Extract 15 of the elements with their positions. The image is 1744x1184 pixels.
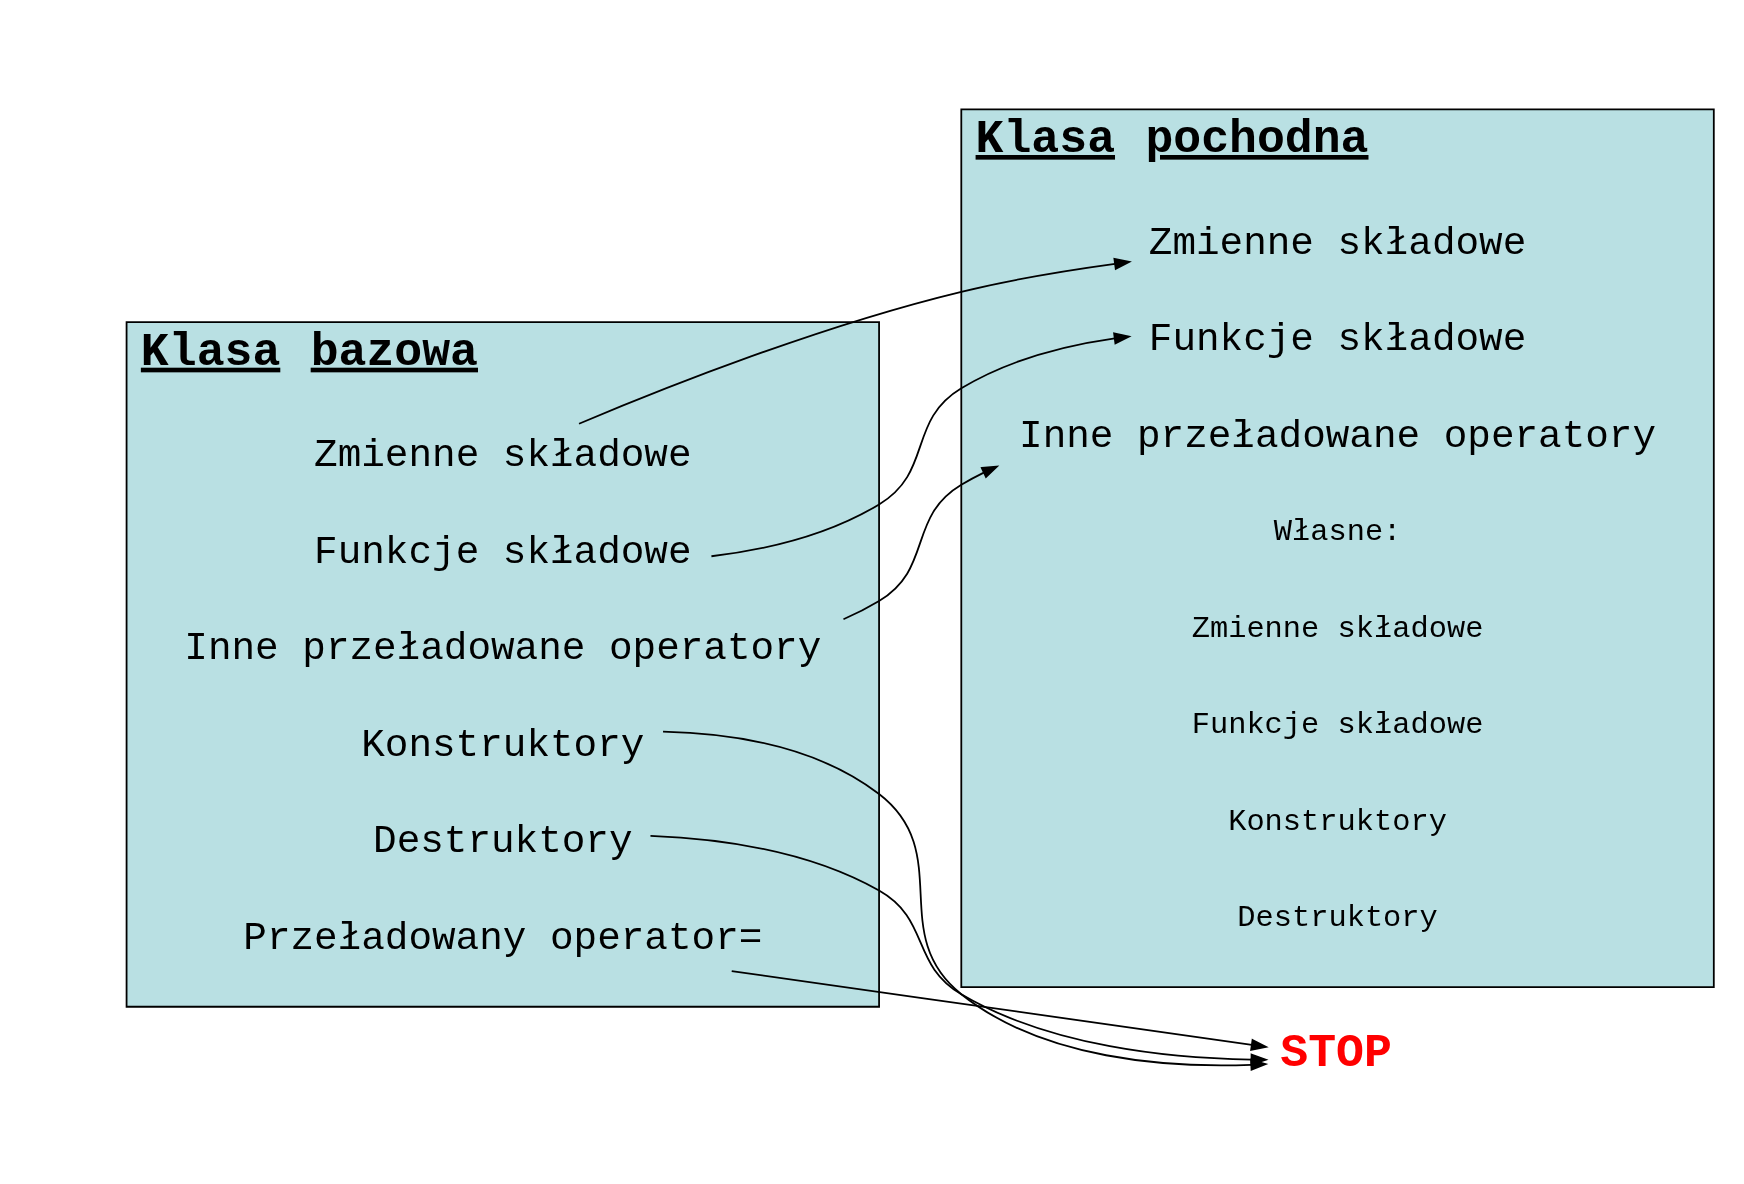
label: Własne: xyxy=(1273,514,1402,549)
label: Zmienne składowe xyxy=(1191,611,1484,646)
node-text: Funkcje składowe xyxy=(1148,316,1527,362)
node-text: Przeładowany operator= xyxy=(243,915,763,961)
label: Destruktory xyxy=(1237,900,1438,935)
node-text: Konstruktory xyxy=(361,722,645,768)
node-text: Inne przeładowane operatory xyxy=(184,625,822,671)
node-text: STOP xyxy=(1280,1026,1392,1080)
node-text: Funkcje składowe xyxy=(314,529,692,575)
label: Konstruktory xyxy=(1228,804,1447,839)
label: Funkcje składowe xyxy=(1191,707,1484,742)
node-text: Zmienne składowe xyxy=(314,432,692,478)
node-text: Destruktory xyxy=(373,818,633,864)
node-text: Inne przeładowane operatory xyxy=(1019,413,1657,459)
node-text: Zmienne składowe xyxy=(1148,220,1527,266)
